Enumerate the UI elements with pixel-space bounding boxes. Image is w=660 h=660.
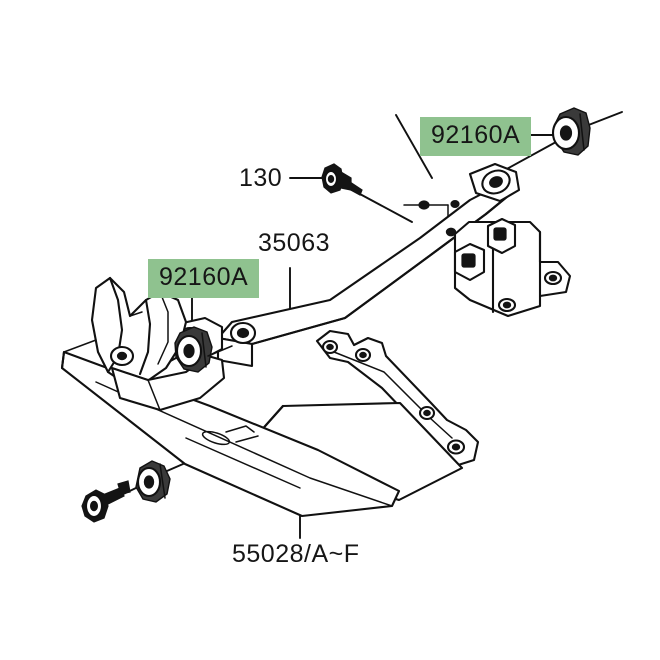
fender-shelf-crease (147, 379, 161, 411)
fender-detail-a (129, 311, 143, 317)
rivet-tip (117, 480, 131, 495)
connector-guard-to-fender (63, 339, 97, 353)
stay-hole-a-inner (326, 343, 334, 351)
stay-hole-d-inner (451, 443, 461, 451)
rivet-head-socket (89, 500, 98, 512)
label-55028: 55028/A~F (232, 540, 360, 568)
label-92160a-top: 92160A (420, 117, 532, 156)
grommet-and-rivet (81, 460, 171, 523)
bracket-clip-tab-right-slot (493, 227, 507, 241)
bushing-top-groove (579, 113, 585, 151)
fender-boss-inner (116, 351, 128, 361)
rivet-shank (104, 487, 125, 505)
label-92160a-left: 92160A (148, 259, 260, 298)
bracket-arm-mid-hole-inner (236, 327, 250, 339)
right-mounting-bracket (453, 217, 572, 318)
bolt-shank (348, 180, 363, 196)
stay-hole-b-inner (359, 351, 367, 359)
grommet-groove (159, 463, 166, 499)
fender-rib-right (157, 291, 169, 365)
bracket-arm-boss-b (450, 200, 460, 209)
part-130-flange-bolt (321, 163, 363, 196)
chain-guard-detail-a (225, 425, 255, 433)
bracket-arm-boss-a (418, 200, 430, 210)
bushing-left-groove (201, 332, 207, 368)
chain-guard-blade-crease-b (185, 437, 301, 489)
bushing-top-bore (559, 125, 573, 141)
bracket-arm-pivot-hole-inner (489, 176, 503, 188)
part-92160a-bushing-top (551, 107, 591, 156)
leader-bushing-top-out (585, 111, 623, 127)
bracket-arm-lower-edge (250, 194, 510, 346)
bracket-arm-boss-c (445, 227, 457, 237)
bracket-clip-tab-left-slot (461, 253, 476, 268)
part-92160a-bushing-left (174, 326, 213, 373)
grommet-bore (143, 475, 155, 489)
connector-fender-to-arm (207, 345, 233, 357)
assembly-connector-lines (63, 339, 233, 357)
fender-hugger-front (90, 276, 226, 412)
fender-rib-mid (138, 298, 152, 376)
chain-guard-detail-b (235, 435, 259, 443)
label-35063: 35063 (258, 229, 331, 257)
bracket-hole-bottom-inner (502, 301, 512, 309)
leader-arm-top-edge (395, 114, 433, 179)
stay-hole-c-inner (423, 409, 431, 417)
chain-guard-slot (201, 430, 231, 446)
bracket-plate-body (453, 220, 572, 318)
chain-guard-blade-tip (60, 350, 66, 370)
label-130: 130 (239, 164, 283, 192)
stay-bracket-inner-edge (333, 351, 453, 439)
stay-bracket-body (315, 329, 480, 468)
chain-guard-blade-crease (95, 381, 393, 507)
secondary-stay-bracket (315, 329, 480, 468)
bracket-hole-right-inner (548, 274, 558, 282)
bushing-left-bore (183, 343, 195, 359)
bolt-head-socket (327, 175, 335, 184)
